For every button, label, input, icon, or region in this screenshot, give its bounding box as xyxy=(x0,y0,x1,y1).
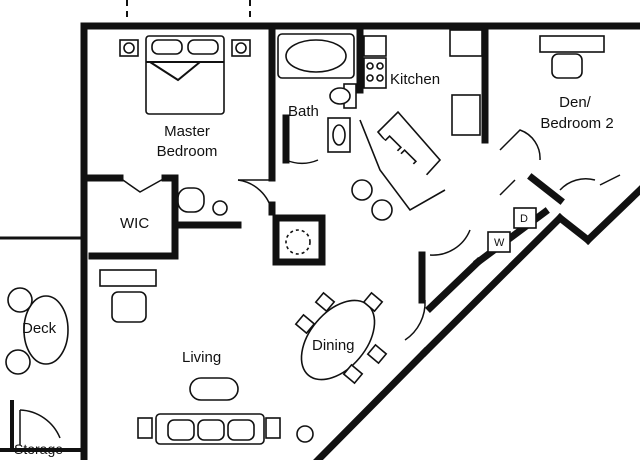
kitchen-cabinet-right xyxy=(451,94,481,136)
master-bed xyxy=(145,35,225,115)
toilet xyxy=(329,83,357,109)
label-wic: WIC xyxy=(120,215,149,232)
pantry-fixture xyxy=(285,229,311,255)
fridge xyxy=(449,29,483,57)
deck-furniture xyxy=(5,287,69,375)
walls xyxy=(80,22,640,460)
door-swings xyxy=(19,129,621,445)
room-labels: Master Bedroom Bath Kitchen Den/ Bedroom… xyxy=(14,71,614,457)
label-bath: Bath xyxy=(288,103,319,120)
den-desk xyxy=(539,35,605,79)
label-kitchen: Kitchen xyxy=(390,71,440,88)
kitchen-counter xyxy=(359,35,446,212)
dining-table xyxy=(294,291,388,385)
bar-stools xyxy=(351,179,393,221)
living-desk xyxy=(99,269,157,323)
master-chair xyxy=(177,187,228,216)
label-master-line1: Master xyxy=(164,123,210,140)
bathtub xyxy=(277,33,355,79)
bath-vanity xyxy=(327,117,351,153)
nightstand-right xyxy=(231,39,251,57)
label-den-line1: Den/ xyxy=(559,94,592,111)
living-lamp xyxy=(296,425,314,443)
label-dining: Dining xyxy=(312,337,355,354)
sofa xyxy=(137,413,281,445)
label-master-line2: Bedroom xyxy=(157,143,218,160)
washer-label: W xyxy=(494,237,505,249)
label-living: Living xyxy=(182,349,221,366)
deck-walls xyxy=(0,236,84,452)
laundry: W D xyxy=(487,207,537,253)
coffee-table xyxy=(189,377,239,401)
label-storage: Storage xyxy=(14,441,63,457)
label-den-line2: Bedroom 2 xyxy=(540,115,613,132)
dryer-label: D xyxy=(520,213,528,225)
nightstand-left xyxy=(119,39,139,57)
label-deck: Deck xyxy=(22,320,57,337)
